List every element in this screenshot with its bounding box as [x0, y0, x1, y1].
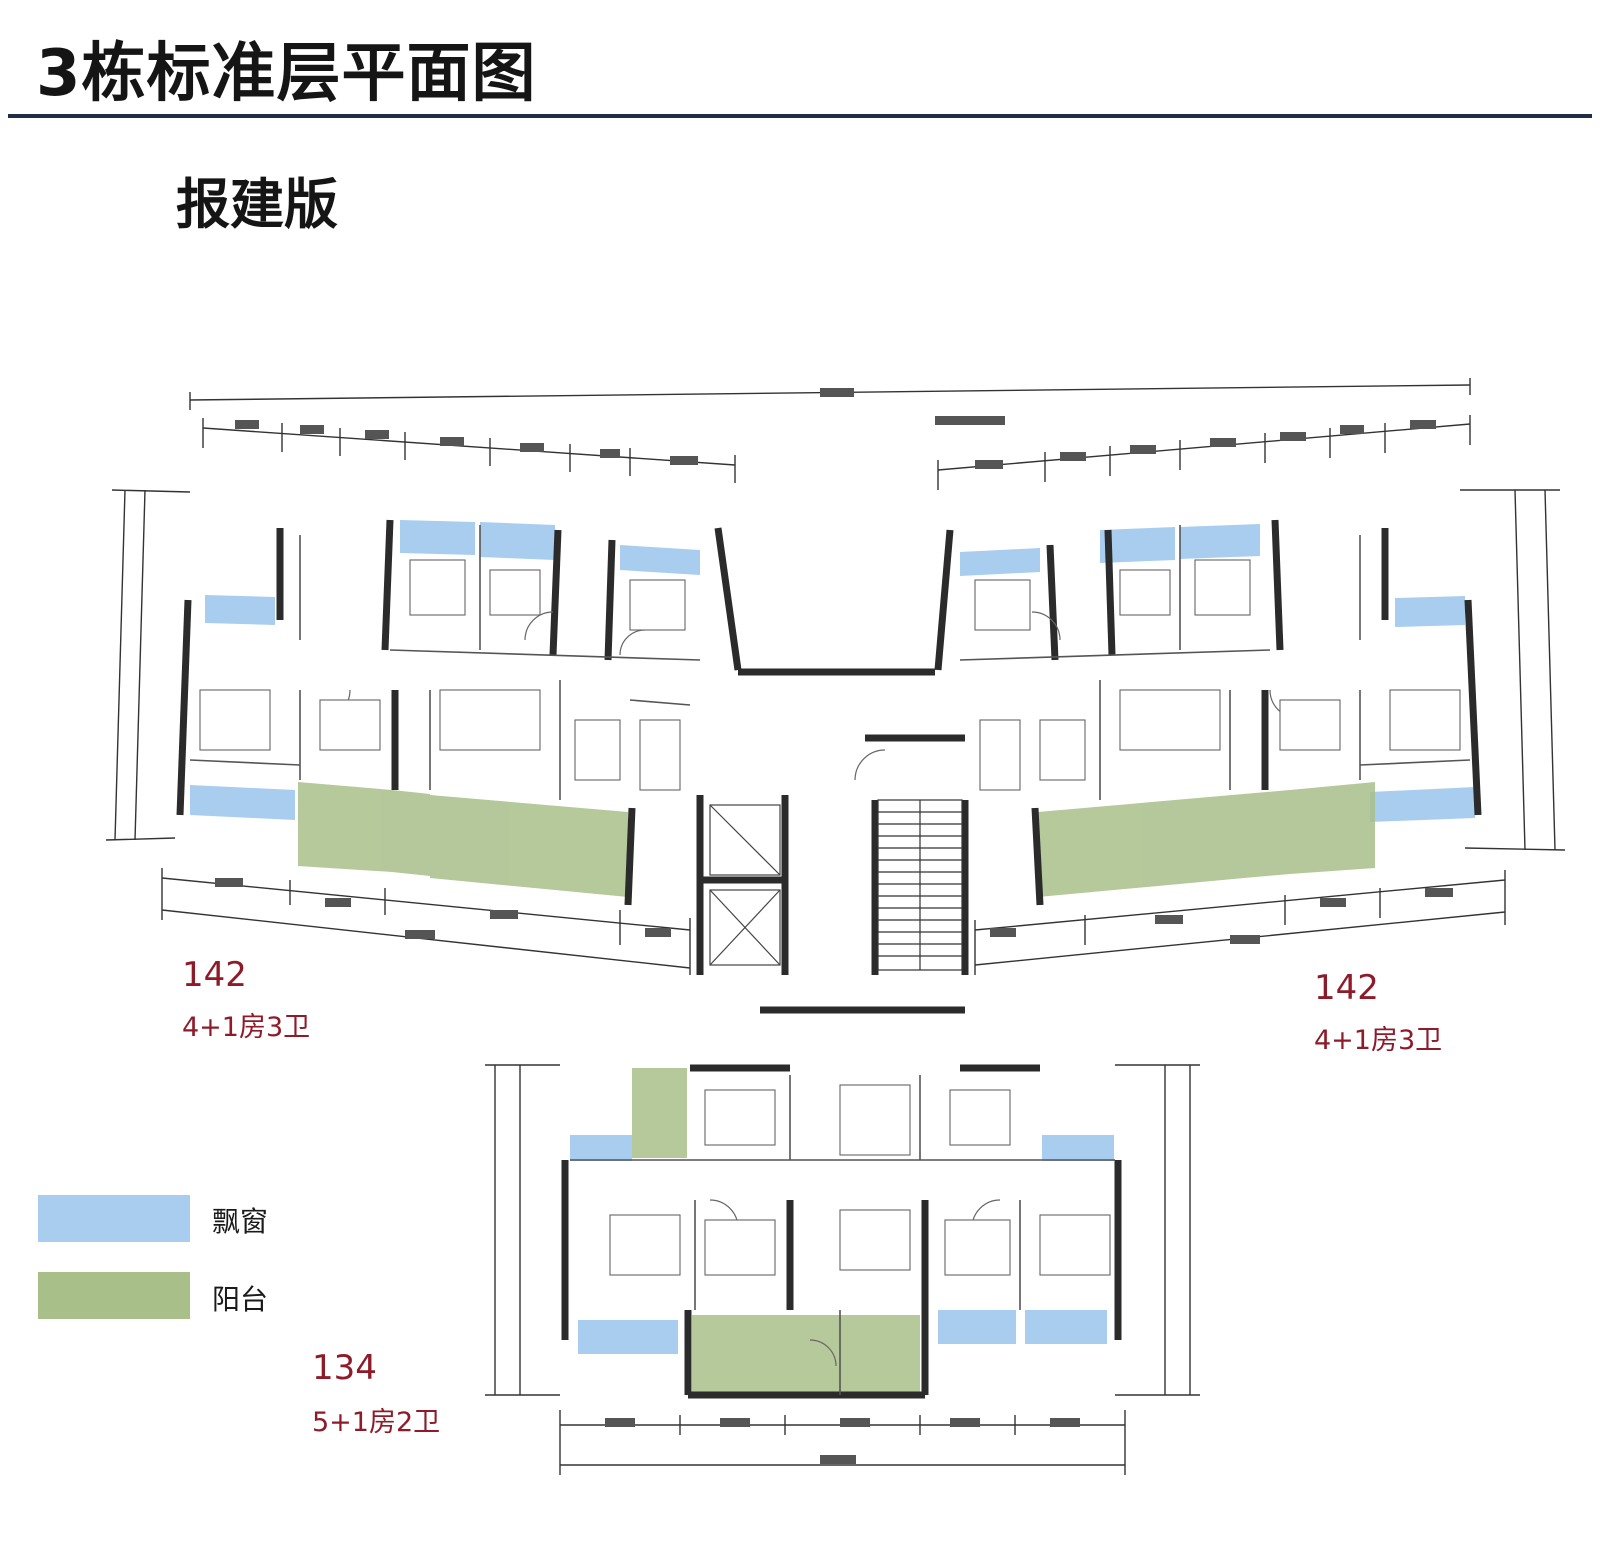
stair-core	[877, 799, 963, 971]
fixtures	[199, 559, 1461, 1276]
title-divider	[8, 114, 1592, 118]
legend-label-bay-window: 飘窗	[212, 1205, 269, 1238]
bay-window-zones	[190, 520, 1475, 1354]
unit-left-area: 142	[182, 955, 247, 995]
interior-partitions	[189, 525, 1471, 1395]
elevator-shafts	[709, 804, 781, 966]
page-subtitle: 报建版	[176, 173, 338, 236]
balcony-zones	[298, 782, 1375, 1393]
legend-swatch-bay-window	[38, 1195, 190, 1242]
legend-label-balcony: 阳台	[212, 1283, 269, 1316]
page-title: 3栋标准层平面图	[36, 37, 537, 111]
dimension-marks	[215, 388, 1453, 1464]
unit-left-type: 4+1房3卫	[182, 1012, 311, 1043]
unit-right-area: 142	[1314, 968, 1379, 1008]
walls	[176, 519, 1482, 1399]
legend-swatch-balcony	[38, 1272, 190, 1319]
unit-bottom-type: 5+1房2卫	[312, 1407, 441, 1438]
unit-bottom-area: 134	[312, 1348, 377, 1388]
unit-right-type: 4+1房3卫	[1314, 1025, 1443, 1056]
